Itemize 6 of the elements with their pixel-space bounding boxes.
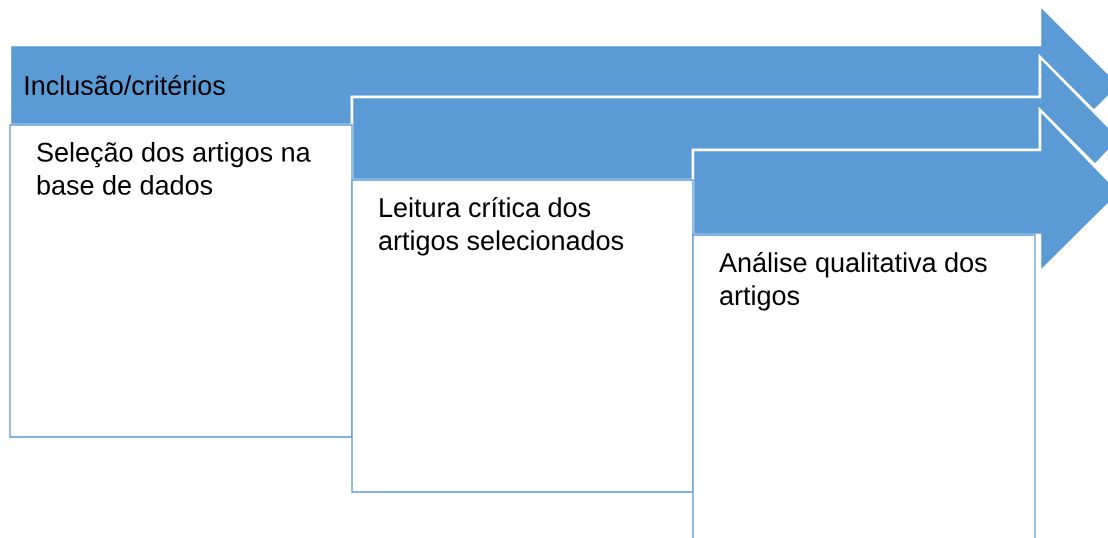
node-label: Inclusão/critérios	[25, 74, 225, 96]
text-box: Seleção dos artigos na base de dados	[9, 124, 353, 438]
text-box: Leitura crítica dos artigos selecionados	[351, 179, 694, 493]
arrow-band: Inclusão/critérios	[8, 1, 1108, 127]
arrow-band	[350, 53, 1108, 182]
text-box: Análise qualitativa dos artigos	[692, 234, 1036, 538]
